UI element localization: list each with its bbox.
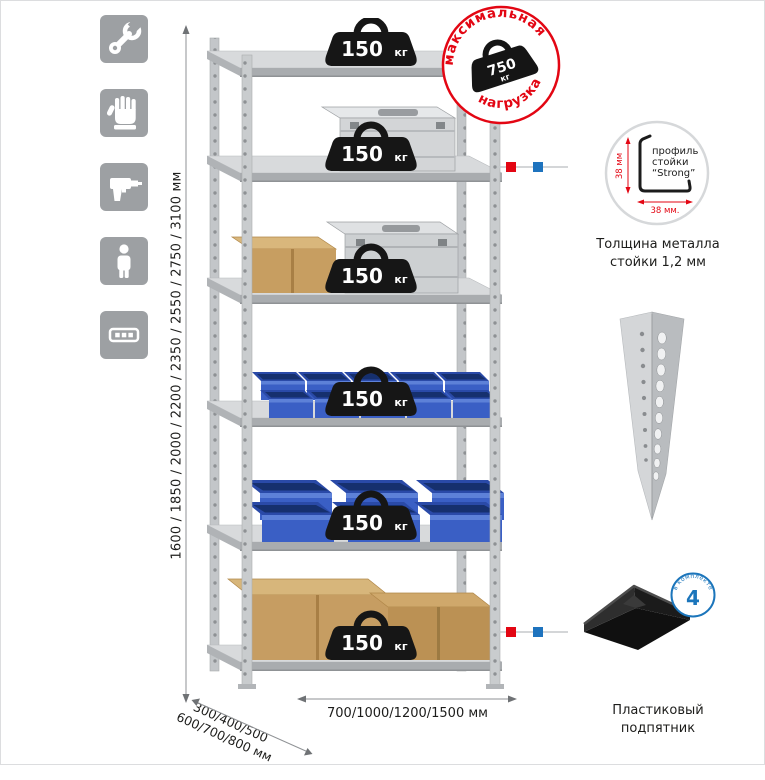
profile-caption-line: Толщина металла <box>596 237 720 252</box>
post-slots <box>652 331 667 481</box>
shelf-load-value: 150 <box>341 142 383 166</box>
plastic-foot-image <box>583 584 691 650</box>
shelf-load-value: 150 <box>341 387 383 411</box>
shelf-load-badge: 150 кг <box>325 610 417 660</box>
profile-label: стойки <box>652 157 688 168</box>
level-icon <box>100 311 148 359</box>
back-post-left <box>209 37 220 672</box>
shelf-load-badge: 150 кг <box>325 18 417 66</box>
width-dimension-label: 700/1000/1200/1500 мм <box>327 706 488 721</box>
drill-icon <box>100 163 148 211</box>
shelf-load-unit: кг <box>394 520 407 533</box>
shelf-load-unit: кг <box>394 640 407 653</box>
shelf-load-badge: 150 кг <box>325 366 417 416</box>
shelving-rack: 150 кг 150 кг 150 кг 150 кг 150 кг 150 к… <box>206 18 504 689</box>
shelf-load-unit: кг <box>394 151 407 164</box>
shelf-load-value: 150 <box>341 37 383 61</box>
back-post-right <box>456 37 467 672</box>
stamp-weight: 750 кг <box>471 39 539 93</box>
gloves-icon <box>100 89 148 137</box>
profile-caption-line: стойки 1,2 мм <box>610 254 706 270</box>
shelf-load-value: 150 <box>341 264 383 288</box>
shelf-load-value: 150 <box>341 631 383 655</box>
foot-caption: Пластиковый подпятник <box>590 702 726 738</box>
profile-caption: Толщина металла стойки 1,2 мм <box>592 236 724 272</box>
profile-label: профиль <box>652 146 698 157</box>
shelf-load-badge: 150 кг <box>325 243 417 293</box>
shelf-load-unit: кг <box>394 46 407 59</box>
foot-caption-line: Пластиковый <box>612 703 704 718</box>
stamp-unit: кг <box>499 72 511 84</box>
person-icon <box>100 237 148 285</box>
shelf-load-value: 150 <box>341 511 383 535</box>
shelf-load-badge: 150 кг <box>325 490 417 540</box>
profile-diagram: 38 мм 38 мм. профиль стойки “Strong” <box>604 120 710 226</box>
feature-icon-column <box>100 15 148 359</box>
shelf-load-unit: кг <box>394 396 407 409</box>
profile-dim-horizontal: 38 мм. <box>650 206 679 216</box>
profile-dim-vertical: 38 мм <box>615 153 625 179</box>
front-post-right <box>486 54 504 689</box>
profile-label: “Strong” <box>652 168 695 179</box>
foot-caption-line: подпятник <box>620 720 696 736</box>
upright-post-image <box>619 311 685 521</box>
cardboard-box <box>230 236 338 293</box>
front-post-left <box>238 54 256 689</box>
kit-badge: в комплекте 4 <box>670 572 716 618</box>
max-load-stamp: максимальная нагрузка 750 кг <box>438 2 561 125</box>
wrench-icon <box>100 15 148 63</box>
post-holes <box>639 331 648 462</box>
shelf-load-unit: кг <box>394 273 407 286</box>
profile-cross-section <box>638 134 692 193</box>
height-dimension-label: 1600 / 1850 / 2000 / 2200 / 2350 / 2550 … <box>169 171 185 560</box>
kit-count: 4 <box>686 586 700 610</box>
shelf-load-badge: 150 кг <box>325 121 417 171</box>
